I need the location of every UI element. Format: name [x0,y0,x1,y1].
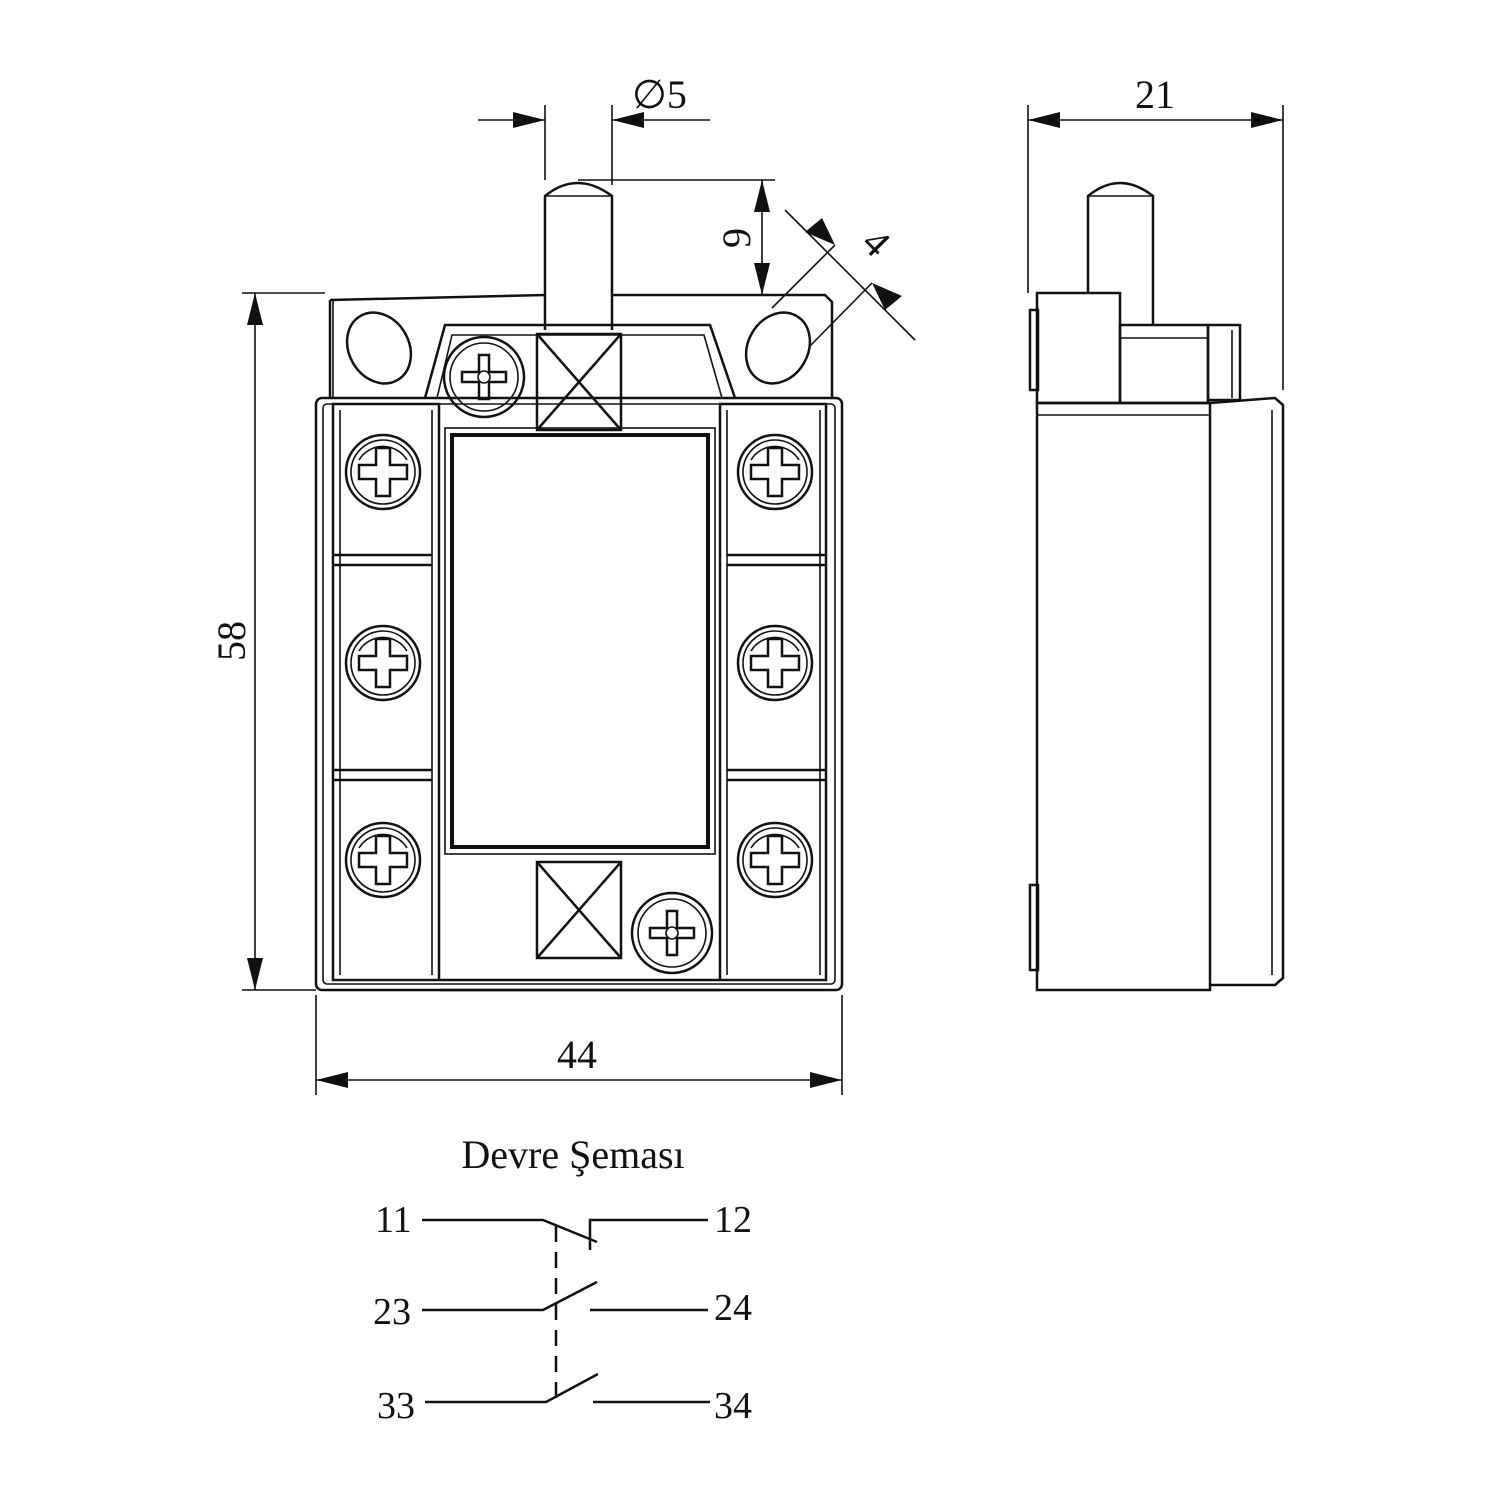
terminal-33: 33 [377,1385,415,1427]
screw-icon [344,624,422,702]
screw-icon [344,433,422,511]
terminal-24: 24 [714,1287,752,1329]
width-label: 44 [557,1032,597,1077]
screw-icon [736,624,814,702]
terminal-23: 23 [373,1291,411,1333]
schematic-title: Devre Şeması [461,1132,684,1177]
screw-icon [442,335,526,419]
terminal-11: 11 [375,1199,412,1241]
screw-icon [344,821,422,899]
pin-diameter-label: ∅5 [632,72,687,117]
pin-height-label: 9 [714,228,759,248]
housing [314,396,844,992]
side-dimensions: 21 [1027,72,1284,390]
terminal-34: 34 [714,1385,752,1427]
slot-hole-right [744,311,812,385]
left-terminal-strip [331,402,441,982]
slot-hole-left [345,311,413,385]
front-view [314,181,844,992]
depth-label: 21 [1135,72,1175,117]
center-window [450,433,710,849]
terminal-12: 12 [714,1199,752,1241]
head-cover [423,323,737,399]
circuit-schematic: Devre Şeması 11 12 23 24 33 34 [373,1132,752,1427]
actuator-pin [543,181,614,330]
offset-label: 4 [854,219,900,265]
side-view [1028,181,1285,992]
screw-icon [736,821,814,899]
side-housing [1035,401,1212,992]
height-label: 58 [209,621,254,661]
right-terminal-strip [718,402,828,982]
bottom-x-block [535,860,623,960]
screw-icon [630,891,714,975]
screw-icon [736,433,814,511]
top-x-block [535,332,623,432]
